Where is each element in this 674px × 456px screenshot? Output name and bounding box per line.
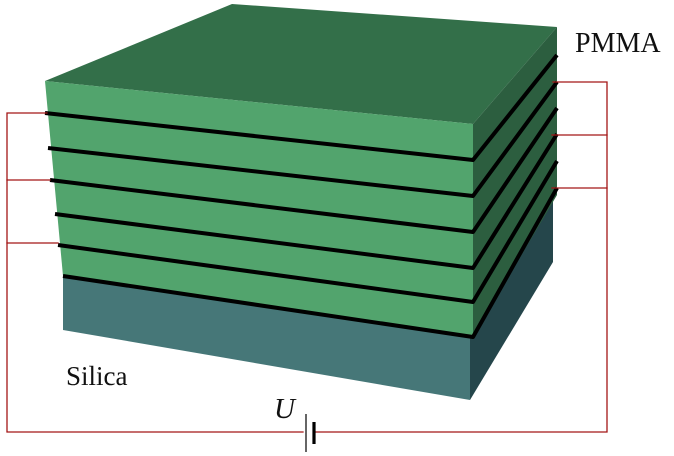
pmma-side-face [473, 27, 557, 337]
electrode-3 [49, 106, 559, 234]
voltage-label: U [274, 393, 297, 425]
wiring-circuit [6, 81, 608, 433]
electrode-5 [57, 159, 559, 304]
pmma-label: PMMA [575, 28, 661, 59]
left-bus-wire [6, 112, 304, 433]
silica-front-face [63, 276, 470, 400]
electrodes [44, 53, 559, 339]
electrode-6 [62, 187, 559, 339]
electrode-4 [54, 132, 559, 270]
pmma-stack [45, 4, 557, 337]
silica-side-face [470, 195, 553, 400]
right-bus-wire [315, 81, 608, 433]
electrode-2 [47, 80, 559, 198]
pmma-front-face [45, 81, 473, 337]
electrode-1 [44, 53, 559, 162]
silica-label: Silica [66, 361, 128, 391]
battery-symbol [305, 414, 316, 452]
silica-substrate [63, 195, 553, 400]
pmma-top-face [45, 4, 557, 124]
